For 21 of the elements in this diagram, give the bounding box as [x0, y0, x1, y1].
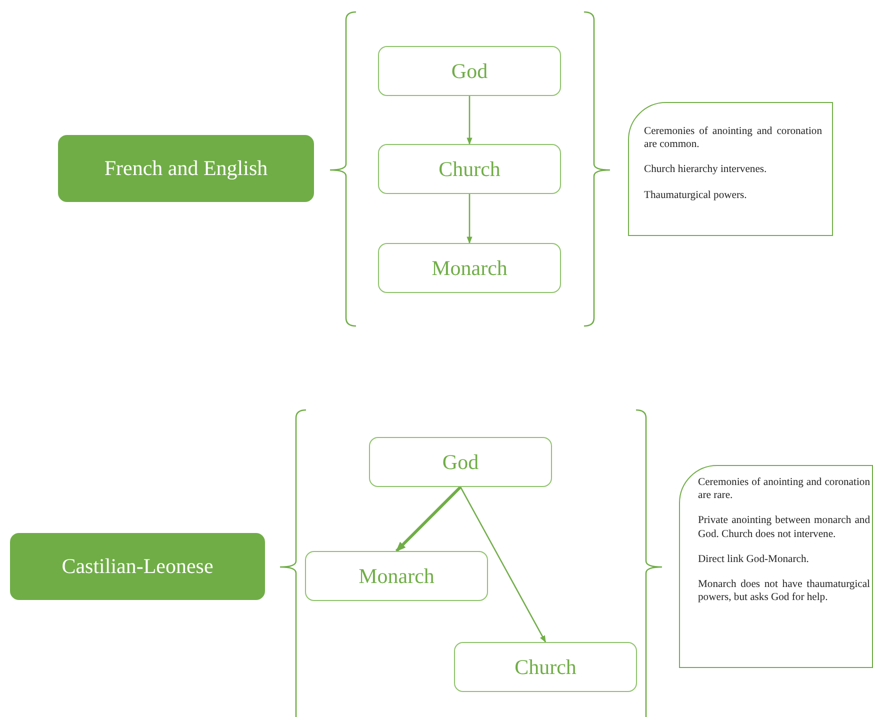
arrow: [466, 194, 472, 244]
process-box: Monarch: [378, 243, 561, 293]
process-box: God: [369, 437, 552, 487]
process-box: Monarch: [305, 551, 488, 601]
note-text: Private anointing between monarch and God. Church does not intervene.: [698, 514, 870, 541]
note-text: Monarch does not have thaumaturgical powers, but asks God for help.: [698, 578, 870, 605]
note-text: Thaumaturgical powers.: [644, 188, 748, 202]
process-box: God: [378, 46, 561, 96]
arrow: [395, 486, 462, 552]
note-text: Ceremonies of anointing and coronation are rare.: [698, 476, 870, 502]
category-box: Castilian-Leonese: [10, 533, 265, 600]
arrow: [460, 486, 546, 643]
note-text: Direct link God-Monarch.: [698, 552, 810, 566]
note-text: Ceremonies of anointing and coronation are common.: [644, 125, 822, 152]
process-box: Church: [454, 642, 637, 692]
category-box: French and English: [58, 135, 314, 202]
note-text: Church hierarchy intervenes.: [644, 163, 768, 177]
arrow: [466, 96, 472, 145]
note-box: [628, 102, 833, 236]
process-box: Church: [378, 144, 561, 194]
note-box: [679, 465, 873, 668]
